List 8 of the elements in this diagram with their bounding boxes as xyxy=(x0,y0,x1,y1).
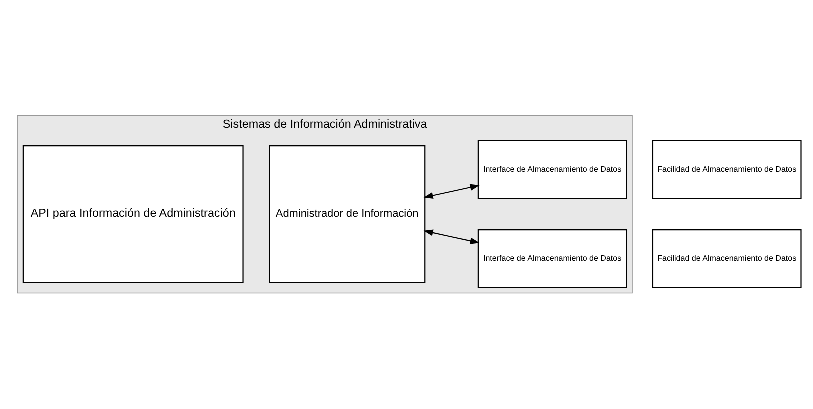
node-box: Facilidad de Almacenamiento de Datos xyxy=(652,140,802,200)
node-box: Facilidad de Almacenamiento de Datos xyxy=(652,230,802,288)
arrow xyxy=(424,230,480,244)
node-box: Interface de Almacenamiento de Datos xyxy=(478,140,628,200)
node-box: Interface de Almacenamiento de Datos xyxy=(478,230,628,288)
node-box: Administrador de Información xyxy=(269,146,426,284)
node-box: API para Información de Administración xyxy=(22,146,244,284)
arrow xyxy=(424,184,480,200)
